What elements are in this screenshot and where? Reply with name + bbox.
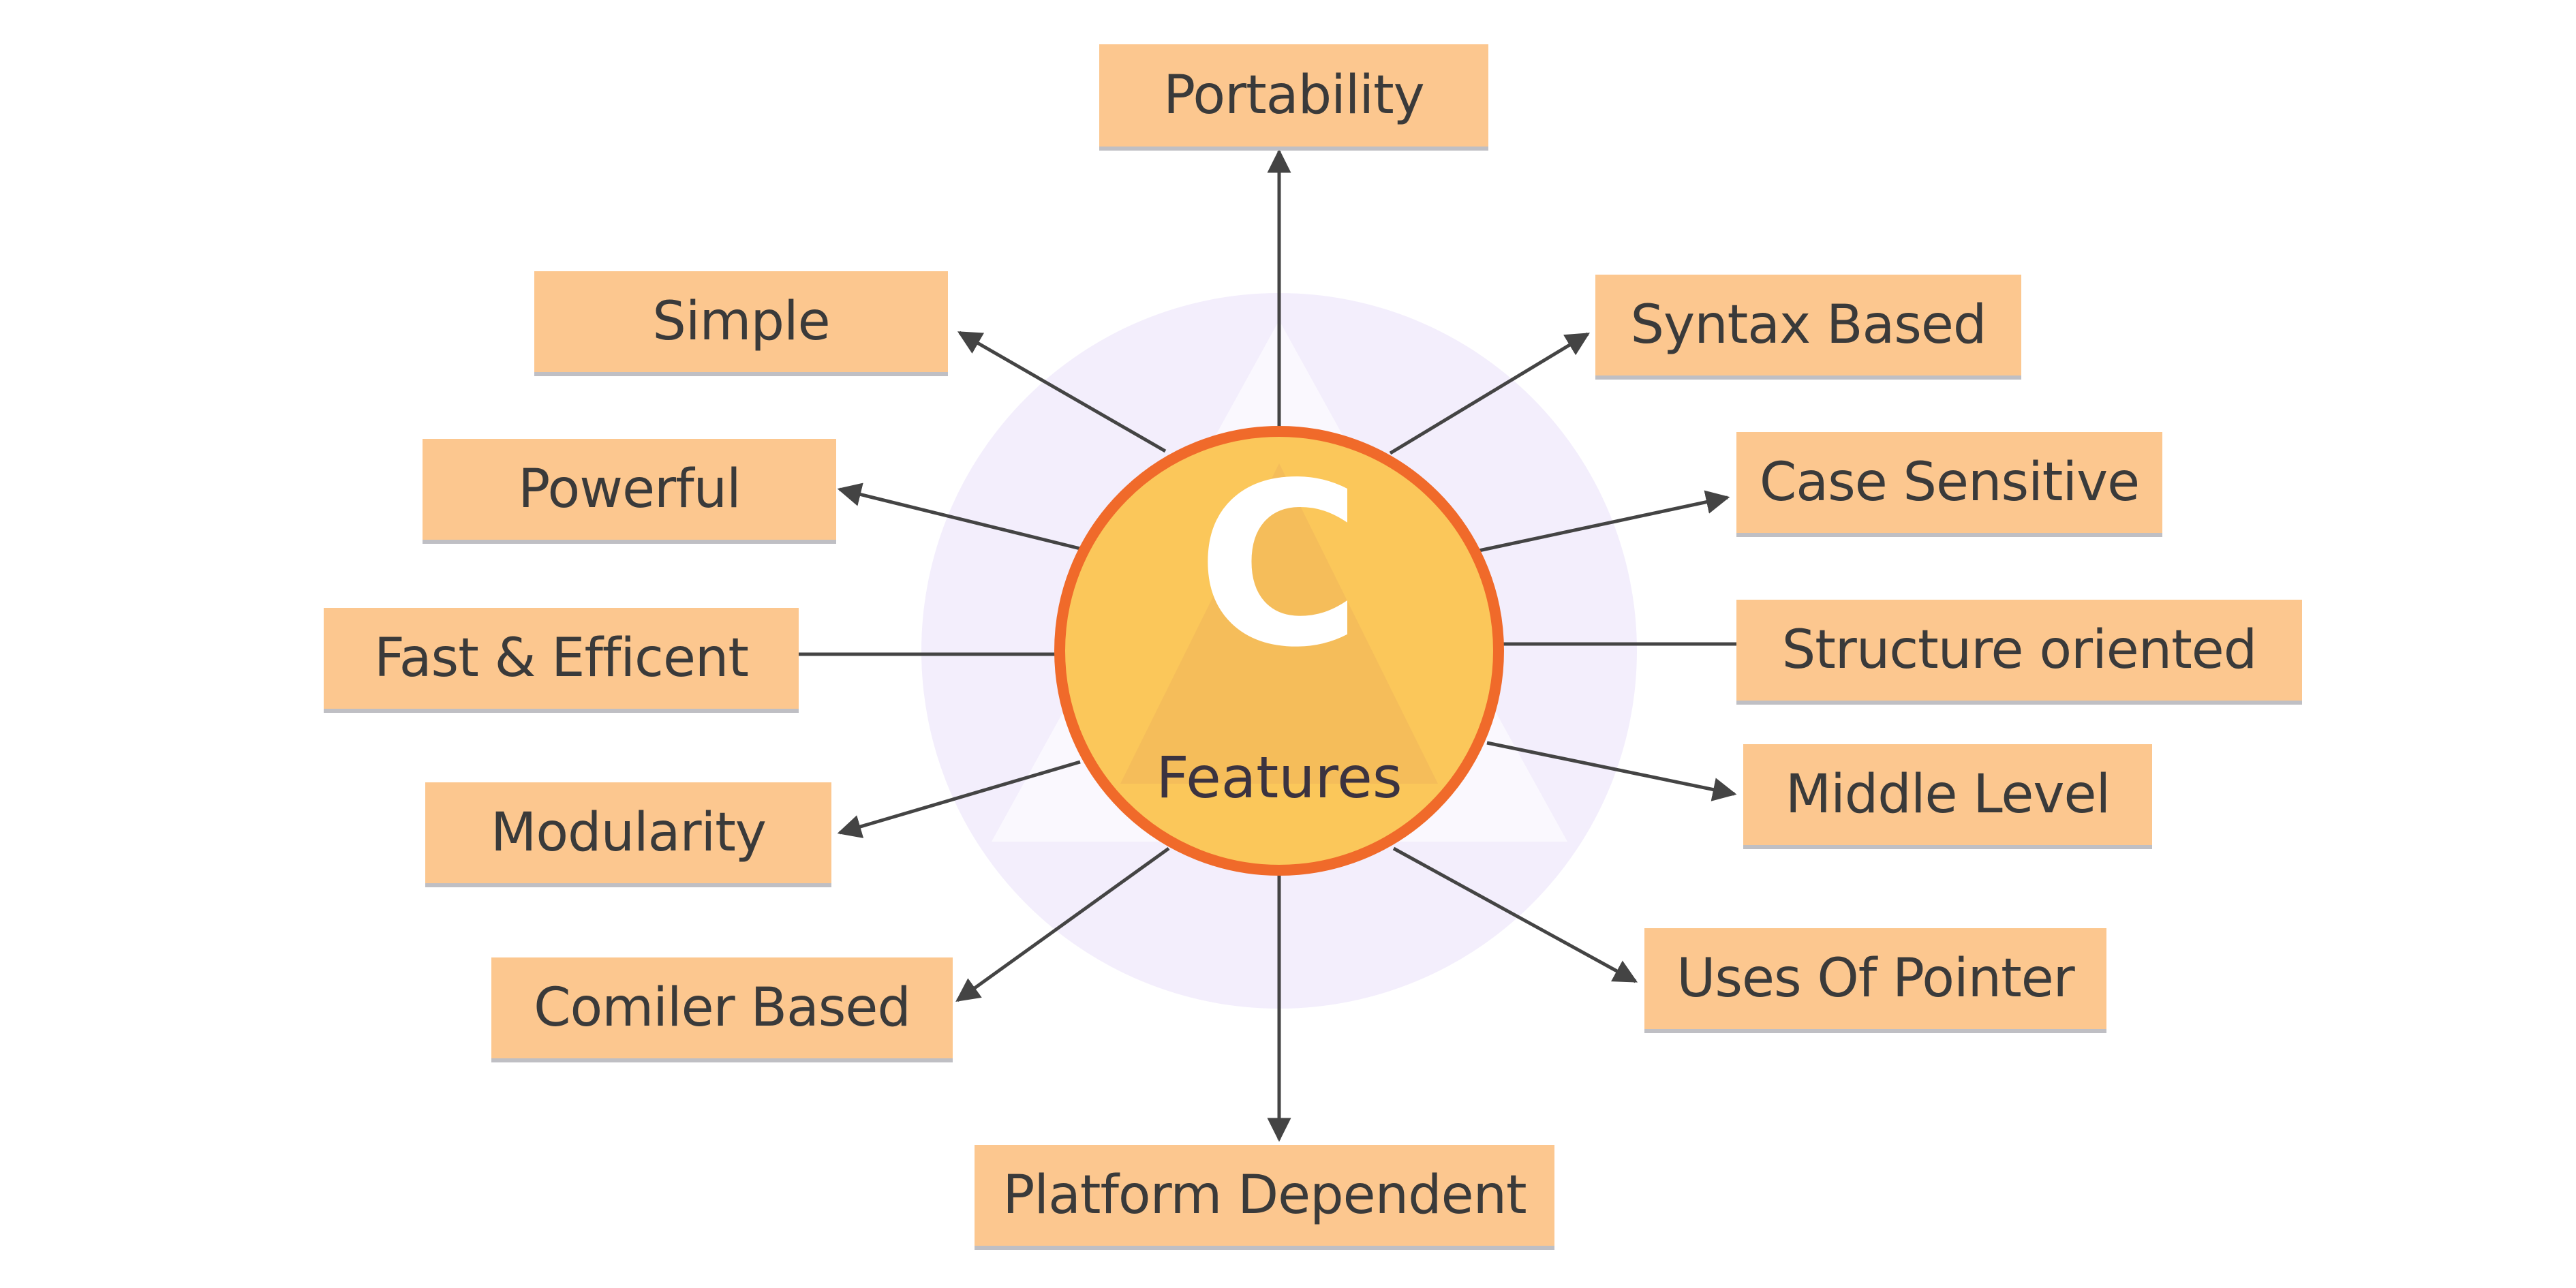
center-circle: [1054, 426, 1504, 876]
center-label: Features: [1156, 744, 1402, 811]
connector-simple: [957, 331, 1167, 453]
connector-middle-level: [1486, 741, 1737, 801]
feature-box-portability: Portability: [1099, 44, 1488, 147]
feature-box-uses-of-pointer: Uses Of Pointer: [1644, 928, 2106, 1029]
feature-box-structure-oriented: Structure oriented: [1736, 600, 2302, 701]
connector-syntax-based: [1389, 332, 1590, 455]
connector-uses-of-pointer: [1392, 846, 1638, 983]
feature-box-compiler-based: Comiler Based: [491, 957, 953, 1058]
feature-box-simple: Simple: [534, 271, 948, 372]
feature-box-fast-efficient: Fast & Efficent: [324, 608, 799, 709]
feature-box-modularity: Modularity: [425, 782, 831, 883]
c-letter-logo: C: [1196, 435, 1362, 696]
center-watermark: [1120, 463, 1438, 784]
connector-powerful: [837, 482, 1081, 551]
feature-box-middle-level: Middle Level: [1743, 744, 2152, 845]
feature-box-syntax-based: Syntax Based: [1595, 275, 2021, 375]
feature-box-platform-dependent: Platform Dependent: [975, 1145, 1554, 1246]
connector-modularity: [837, 760, 1081, 838]
connector-case-sensitive: [1478, 490, 1730, 553]
feature-box-case-sensitive: Case Sensitive: [1736, 432, 2162, 533]
feature-box-powerful: Powerful: [423, 439, 836, 540]
connectors: [799, 149, 1737, 1142]
connector-compiler-based: [955, 846, 1170, 1002]
